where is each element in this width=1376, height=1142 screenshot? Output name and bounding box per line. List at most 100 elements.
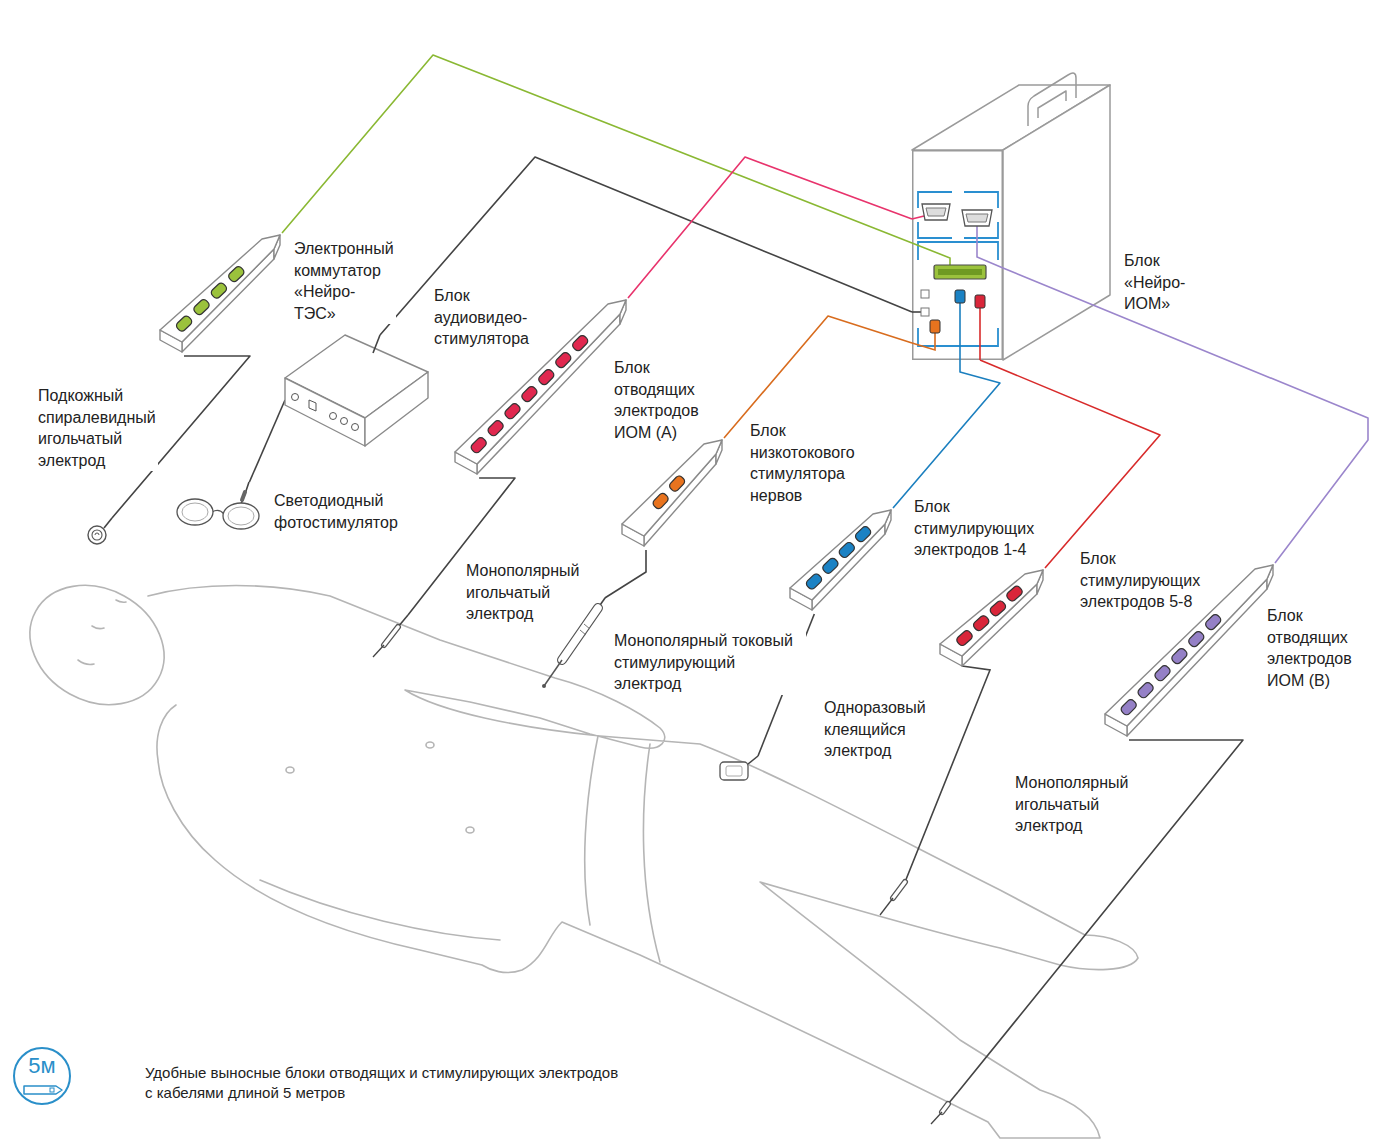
box-front: [285, 378, 365, 446]
led-goggles-drawing: [175, 482, 268, 530]
needle-handle-inner: [893, 882, 905, 898]
device-label: Блок низкотокового стимулятора нервов: [748, 420, 857, 506]
device-label: Электронный коммутатор «Нейро-ТЭС»: [292, 238, 396, 324]
electrode-block-drawing: [453, 298, 628, 478]
bar-button: [503, 402, 521, 420]
box-cable: [373, 335, 380, 353]
button-cap: [175, 314, 193, 332]
electrode-block-drawing: [788, 508, 893, 614]
port-cable: [977, 226, 1003, 268]
button-cap: [805, 572, 823, 590]
bar-button: [805, 572, 823, 590]
bar-button: [571, 334, 589, 352]
bar-button: [1187, 630, 1205, 648]
spiral-electrode-drawing: [86, 518, 112, 546]
electrode-block: Блок стимулирующих электродов 5-8: [938, 568, 1045, 670]
bar-button: [175, 314, 193, 332]
bar-button: [1136, 681, 1154, 699]
adhesive-electrode-drawing: [718, 756, 758, 782]
color-port: [930, 320, 940, 333]
spiral-ring: [92, 530, 102, 540]
d-connector-inner: [926, 208, 946, 216]
color-port: [975, 295, 985, 308]
electrode-cable: [104, 518, 112, 528]
button-cap: [1204, 613, 1222, 631]
device-housing: [912, 73, 1110, 360]
electrode-block-drawing: [620, 438, 724, 550]
button-cap: [668, 474, 686, 492]
bar-button: [470, 436, 488, 454]
audio-video-stimulator-drawing: [285, 335, 428, 446]
d-connector-inner: [966, 214, 988, 222]
button-cap: [1187, 630, 1205, 648]
pen-body-inner: [562, 608, 598, 660]
needle-handle-inner: [942, 1104, 948, 1112]
bar-top: [790, 510, 891, 600]
bar-top: [160, 235, 280, 342]
needle-handle: [893, 882, 905, 898]
button-cap: [1005, 585, 1024, 603]
electrode-cable: [748, 756, 758, 764]
box-port: [330, 413, 337, 420]
icon-button: [50, 1088, 54, 1092]
bar-button: [227, 265, 245, 283]
box-port: [352, 424, 359, 431]
panel-bracket: [918, 192, 998, 238]
nipple-mark: [286, 767, 294, 773]
port-cable: [959, 303, 961, 360]
port-cable: [912, 311, 921, 313]
cable-connector: [628, 157, 912, 298]
cable-plug: [242, 492, 245, 500]
button-cap: [821, 557, 839, 575]
needle-electrode: Монополярный игольчатый электрод: [930, 1092, 958, 1125]
needle-handle: [942, 1104, 948, 1112]
needle-electrode: Монополярный игольчатый электрод: [372, 615, 408, 658]
tes-connector: [934, 265, 986, 279]
panel-bracket: [918, 242, 998, 346]
button-cap: [1170, 647, 1188, 665]
electrode-block-drawing: [1103, 563, 1275, 740]
cable-connector: [893, 360, 1000, 508]
main-unit-drawing: [912, 150, 1003, 360]
goggle-lens: [177, 499, 213, 525]
button-cap: [571, 334, 589, 352]
device-label: Монополярный игольчатый электрод: [464, 560, 582, 625]
bar-button: [1170, 647, 1188, 665]
adhesive-electrode: Одноразовый клеящийся электрод: [718, 756, 758, 782]
button-cap: [192, 298, 210, 316]
button-cap: [989, 599, 1008, 617]
cable-length-icon: 5м: [12, 1046, 72, 1106]
spiral-electrode: Подкожный спиралевидный игольчатый элект…: [86, 518, 112, 546]
spiral-cap: [88, 526, 106, 544]
body-outline: [148, 586, 1138, 1139]
pen-grip: [580, 624, 590, 635]
housing-front: [913, 151, 1003, 360]
housing-handle: [1028, 73, 1076, 126]
bar-button: [1153, 664, 1171, 682]
small-port: [921, 308, 929, 316]
button-cap: [486, 419, 504, 437]
button-cap: [210, 281, 228, 299]
stimulating-electrode: Монополярный токовый стимулирующий элект…: [540, 598, 612, 690]
arm-line: [260, 880, 500, 940]
bar-side: [1127, 579, 1267, 736]
bar-button: [537, 368, 555, 386]
cable-connector: [282, 55, 912, 243]
device-label: Блок «Нейро-ИОМ»: [1122, 250, 1187, 315]
bar-button: [972, 614, 991, 632]
d-connector: [922, 204, 950, 220]
needle-tip: [373, 645, 384, 657]
electrode-block: Блок низкотокового стимулятора нервов: [620, 438, 724, 550]
bar-button: [486, 419, 504, 437]
icon-text: 5м: [12, 1053, 72, 1079]
head-outline: [9, 562, 186, 728]
small-port: [921, 290, 929, 298]
pen-tip: [544, 660, 562, 686]
nipple-mark: [426, 742, 434, 748]
bar-button: [1204, 613, 1222, 631]
device-label: Монополярный токовый стимулирующий элект…: [612, 630, 806, 695]
patient-figure: [9, 562, 1138, 1138]
briefs-line: [585, 736, 660, 962]
face-features: [78, 600, 126, 665]
cable-connector: [249, 400, 285, 482]
